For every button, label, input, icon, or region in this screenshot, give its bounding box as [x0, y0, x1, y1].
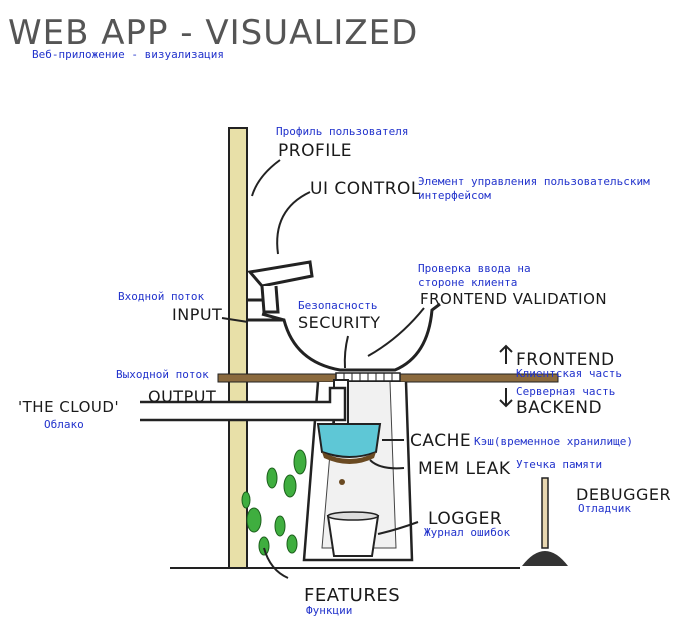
features-leaves — [241, 449, 307, 556]
diagram-title: WEB APP - VISUALIZED — [8, 13, 418, 53]
cache-label: CACHE — [410, 431, 471, 451]
output-label-ru: Выходной поток — [116, 368, 209, 381]
backend-label: BACKEND — [516, 398, 602, 418]
ui-control-label: UI CONTROL — [310, 179, 421, 199]
debugger-label-ru: Отладчик — [578, 502, 631, 515]
cache-bowl — [316, 423, 382, 458]
debugger-label: DEBUGGER — [576, 485, 671, 504]
profile-label-ru: Профиль пользователя — [276, 125, 408, 138]
diagram-subtitle: Веб-приложение - визуализация — [32, 48, 224, 61]
backend-label-ru: Серверная часть — [516, 385, 615, 398]
logger-label: LOGGER — [428, 509, 502, 529]
debugger-plunger — [522, 477, 568, 566]
features-label: FEATURES — [304, 585, 400, 606]
logger-label-ru: Журнал ошибок — [424, 526, 510, 539]
profile-label: PROFILE — [278, 141, 352, 161]
features-label-ru: Функции — [306, 604, 352, 617]
annotation-arrows — [221, 159, 513, 579]
input-label-ru: Входной поток — [118, 290, 204, 303]
faucet-ui-control — [247, 260, 314, 314]
output-pipe — [140, 386, 347, 422]
mem-leak-label-ru: Утечка памяти — [516, 458, 602, 471]
frontend-validation-label-ru-2: стороне клиента — [418, 276, 517, 289]
frontend-label-ru: Клиентская часть — [516, 367, 622, 380]
security-label: SECURITY — [298, 313, 381, 332]
the-cloud-label: 'THE CLOUD' — [18, 398, 119, 416]
security-basin — [261, 302, 441, 372]
frontend-label: FRONTEND — [516, 350, 615, 370]
frontend-validation-label-ru-1: Проверка ввода на — [418, 262, 531, 275]
input-label: INPUT — [172, 305, 222, 324]
the-cloud-label-ru: Облако — [44, 418, 84, 431]
frontend-validation-label: FRONTEND VALIDATION — [420, 290, 607, 308]
output-label: OUTPUT — [148, 387, 216, 406]
mem-leak-label: MEM LEAK — [418, 459, 511, 479]
mem-leak-sludge — [322, 452, 376, 464]
logger-bucket — [326, 515, 380, 557]
ui-control-label-ru-2: интерфейсом — [418, 189, 491, 202]
leak-drop — [339, 479, 345, 485]
ui-control-label-ru-1: Элемент управления пользовательским — [418, 175, 650, 188]
cache-label-ru: Кэш(временное хранилище) — [474, 435, 633, 448]
security-label-ru: Безопасность — [298, 299, 377, 312]
